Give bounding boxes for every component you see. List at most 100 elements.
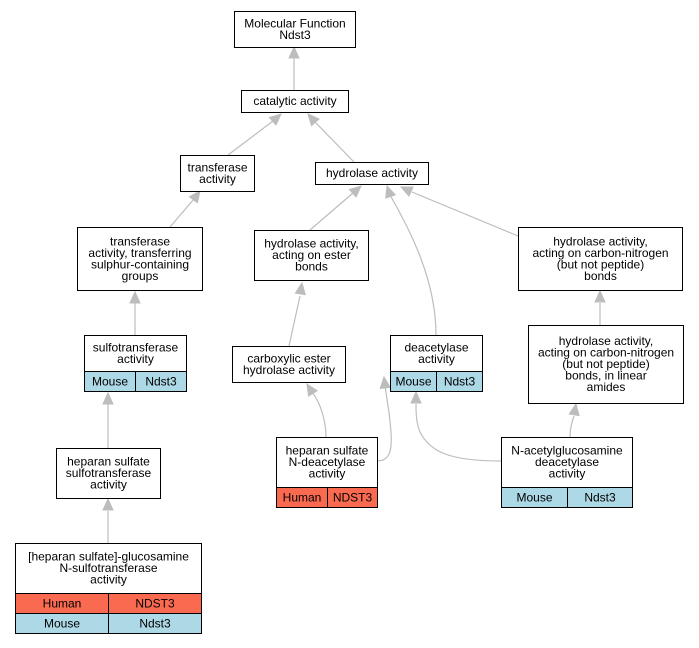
term-label-line: transferase (110, 234, 170, 248)
term-label-line: activity (418, 352, 455, 366)
term-label-line: carboxylic ester (247, 351, 330, 365)
gene-cell (567, 487, 633, 508)
term-box (84, 335, 187, 372)
term-label-line: activity (549, 467, 586, 481)
gene-label: Ndst3 (584, 491, 616, 505)
arrowhead-deacetylase-to-hydrolase (385, 184, 397, 199)
term-label-line: catalytic activity (253, 94, 336, 108)
go-term-node[interactable]: hydrolase activity,acting on carbon-nitr… (528, 325, 684, 404)
gene-label: Ndst3 (444, 375, 476, 389)
edge-glcnac_deacetylase-to-deacetylase (415, 403, 502, 462)
organism-label: Mouse (395, 375, 431, 389)
organism-label: Mouse (44, 617, 80, 631)
edge-deacetylase-to-hydrolase (389, 194, 437, 336)
term-label-line: activity (309, 467, 346, 481)
term-label-line: acting on carbon-nitrogen (538, 346, 674, 360)
term-label-line: bonds, in linear (565, 369, 646, 383)
term-label-line: sulfotransferase (66, 466, 152, 480)
arrowhead-glcnac_deacetylase-to-deacetylase (410, 390, 422, 404)
go-term-node[interactable]: N-acetylglucosaminedeacetylaseactivityMo… (501, 437, 633, 508)
edge-glcnac_deacetylase-to-hydrolase_cn_linear (569, 415, 575, 438)
term-label-line: sulfotransferase (93, 340, 179, 354)
term-box (232, 346, 346, 383)
go-term-node[interactable]: [heparan sulfate]-glucosamineN-sulfotran… (15, 543, 202, 634)
term-label-line: (but not peptide) (562, 357, 649, 371)
term-label-line: N-sulfotransferase (59, 561, 157, 575)
edge-hs_deacetylase-to-deacetylase (376, 385, 392, 462)
edge-hydrolase_cn-to-hydrolase (411, 191, 519, 237)
term-label-line: hydrolase activity (243, 363, 335, 377)
arrowhead-hydrolase_cn_linear-to-hydrolase_cn (594, 289, 606, 303)
arrowhead-carboxylic-to-hydrolase_ester (294, 281, 306, 296)
term-box (315, 162, 429, 185)
term-box (56, 448, 161, 499)
term-label-line: groups (122, 269, 159, 283)
edge-transferase_sulfur-to-transferase (169, 198, 195, 228)
term-label-line: activity (199, 172, 236, 186)
term-label-line: [heparan sulfate]-glucosamine (28, 550, 189, 564)
term-box (180, 155, 255, 192)
arrowhead-transferase-to-catalytic (268, 113, 282, 126)
term-label-line: acting on carbon-nitrogen (532, 246, 668, 260)
term-box (234, 11, 356, 48)
term-label-line: hydrolase activity, (264, 237, 358, 251)
term-box (518, 227, 683, 291)
arrowhead-hydrolase_cn-to-hydrolase (399, 186, 414, 198)
term-label-line: hydrolase activity, (553, 234, 647, 248)
gene-cell (327, 487, 378, 508)
go-term-node[interactable]: hydrolase activity,acting on carbon-nitr… (518, 227, 683, 291)
term-box (241, 90, 349, 113)
arrowhead-glcnac_deacetylase-to-hydrolase_cn_linear (568, 402, 580, 417)
arrowhead-sulfotransferase-to-transferase_sulfur (129, 290, 141, 304)
term-label-line: heparan sulfate (286, 444, 369, 458)
term-label-line: amides (587, 380, 626, 394)
organism-label: Mouse (92, 375, 128, 389)
arrowhead-hs_deacetylase-to-carboxylic (306, 382, 318, 397)
edge-transferase-to-catalytic (227, 120, 274, 156)
arrowhead-hydrolase-to-catalytic (307, 113, 320, 127)
term-label-line: sulphur-containing (91, 257, 189, 271)
term-label-line: deacetylase (404, 340, 468, 354)
gene-cell (436, 371, 483, 392)
term-label-line: deacetylase (535, 455, 599, 469)
edges (102, 45, 606, 543)
arrowhead-hs_sulfotransferase-to-sulfotransferase (102, 391, 114, 405)
term-box (390, 335, 483, 372)
term-box (77, 227, 203, 291)
term-box (254, 230, 369, 281)
term-label-line: activity (90, 478, 127, 492)
term-box (15, 543, 202, 594)
arrowhead-glucosamine_sulfo-to-hs_sulfotransferase (102, 497, 114, 511)
go-term-node[interactable]: heparan sulfateN-deacetylaseactivityHuma… (276, 437, 378, 508)
term-label-line: Ndst3 (279, 28, 311, 42)
go-term-node[interactable]: hydrolase activity (315, 162, 429, 185)
term-label-line: activity, transferring (88, 246, 191, 260)
term-box (501, 437, 633, 488)
organism-label: Human (43, 597, 82, 611)
go-term-node[interactable]: catalytic activity (241, 90, 349, 113)
arrowhead-transferase_sulfur-to-transferase (188, 190, 201, 204)
term-label-line: activity (117, 352, 154, 366)
edge-hydrolase_ester-to-hydrolase (309, 192, 354, 231)
arrowhead-hs_deacetylase-to-deacetylase (379, 375, 392, 390)
term-label-line: acting on ester (272, 248, 351, 262)
arrowhead-hydrolase_ester-to-hydrolase (348, 185, 362, 198)
term-label-line: bonds (295, 260, 328, 274)
species-row-mouse: Mouse Ndst3 (390, 371, 483, 392)
organism-label: Human (283, 491, 322, 505)
term-label-line: N-deacetylase (289, 455, 366, 469)
arrowhead-catalytic-to-root (288, 45, 300, 59)
